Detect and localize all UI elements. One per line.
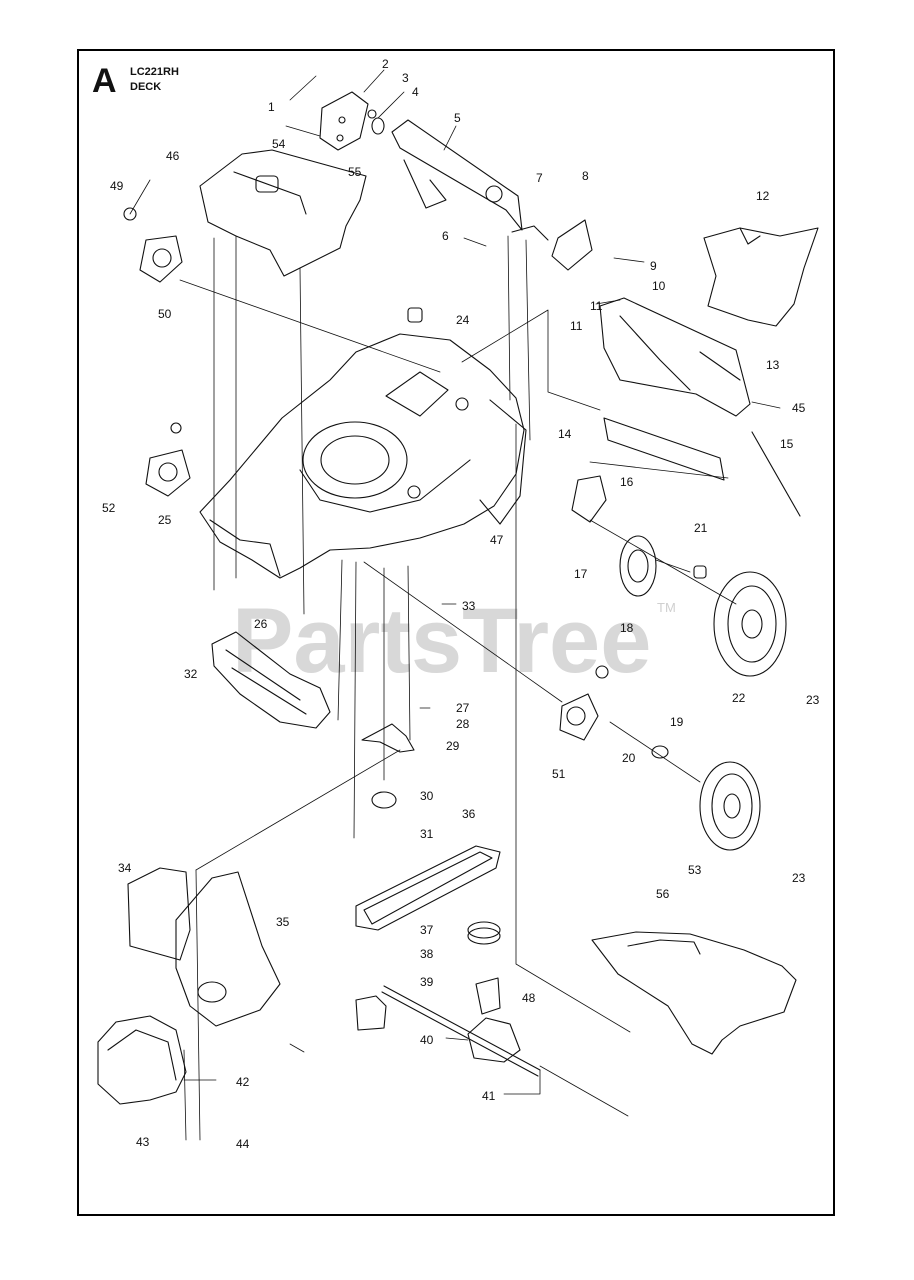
bearing	[371, 791, 397, 809]
guard-ring	[97, 1015, 187, 1105]
callout-34: 34	[118, 861, 132, 875]
callout-1: 1	[268, 100, 275, 114]
engine-cover	[199, 149, 367, 277]
callout-30: 30	[420, 789, 434, 803]
callout-31: 31	[420, 827, 434, 841]
wheel-adjuster-rear-left	[139, 235, 183, 283]
callout-46: 46	[166, 149, 180, 163]
callout-53: 53	[688, 863, 702, 877]
handle-bracket-right	[551, 219, 593, 271]
grass-bag-top	[703, 227, 819, 327]
section-letter: A	[92, 62, 117, 100]
callout-29: 29	[446, 739, 460, 753]
diagram-frame	[77, 49, 835, 1216]
callout-9: 9	[650, 259, 657, 273]
callout-56: 56	[656, 887, 670, 901]
callout-13: 13	[766, 358, 780, 372]
callout-22: 22	[732, 691, 746, 705]
watermark-tm: TM	[657, 600, 676, 615]
rear-shield	[127, 867, 191, 961]
bracket	[361, 723, 415, 753]
callout-47: 47	[490, 533, 504, 547]
assembly-title: DECK	[130, 81, 162, 93]
callout-35: 35	[276, 915, 290, 929]
callout-40: 40	[420, 1033, 434, 1047]
callout-23b: 23	[792, 871, 806, 885]
callout-33: 33	[462, 599, 476, 613]
grass-bag	[599, 297, 751, 417]
callout-25: 25	[158, 513, 172, 527]
callout-4: 4	[412, 85, 419, 99]
model-number: LC221RH	[130, 66, 179, 78]
callout-2: 2	[382, 57, 389, 71]
bag-rod	[603, 417, 725, 481]
drive-housing	[175, 871, 281, 1027]
callout-16: 16	[620, 475, 634, 489]
transmission	[467, 1017, 521, 1063]
callout-54: 54	[272, 137, 286, 151]
callout-12: 12	[756, 189, 770, 203]
callout-14: 14	[558, 427, 572, 441]
hubcap-rear	[619, 535, 657, 597]
callout-11b: 11	[570, 319, 583, 333]
callout-28: 28	[456, 717, 470, 731]
callout-37: 37	[420, 923, 434, 937]
callout-27: 27	[456, 701, 470, 715]
callout-48: 48	[522, 991, 536, 1005]
callout-39: 39	[420, 975, 434, 989]
callout-20: 20	[622, 751, 636, 765]
handle-bracket-left	[319, 91, 369, 151]
callout-55: 55	[348, 165, 362, 179]
callout-17: 17	[574, 567, 588, 581]
callout-49: 49	[110, 179, 124, 193]
callout-5: 5	[454, 111, 461, 125]
callout-23a: 23	[806, 693, 820, 707]
callout-52: 52	[102, 501, 116, 515]
front-bumper	[211, 631, 331, 729]
watermark: PartsTree	[232, 590, 651, 692]
callout-42: 42	[236, 1075, 250, 1089]
callout-3: 3	[402, 71, 409, 85]
front-wheel	[699, 761, 761, 851]
callout-6: 6	[442, 229, 449, 243]
callout-19: 19	[670, 715, 684, 729]
pulley	[467, 921, 501, 939]
callout-44: 44	[236, 1137, 250, 1151]
callout-50: 50	[158, 307, 172, 321]
callout-41: 41	[482, 1089, 496, 1103]
callout-38: 38	[420, 947, 434, 961]
callout-11a: 11	[590, 299, 603, 313]
rear-wheel	[713, 571, 787, 677]
callout-8: 8	[582, 169, 589, 183]
callout-24: 24	[456, 313, 470, 327]
callout-15: 15	[780, 437, 794, 451]
lower-handle	[391, 119, 523, 231]
wheel-adjuster-front-right	[559, 693, 599, 741]
wheel-adjuster-rear-right	[571, 475, 607, 523]
rear-flap	[591, 931, 797, 1055]
callout-10: 10	[652, 279, 666, 293]
callout-36: 36	[462, 807, 476, 821]
callout-7: 7	[536, 171, 543, 185]
drive-belt	[355, 845, 501, 931]
callout-43: 43	[136, 1135, 150, 1149]
callout-51: 51	[552, 767, 566, 781]
wheel-adjuster-front-left	[145, 449, 191, 497]
callout-32: 32	[184, 667, 198, 681]
callout-18: 18	[620, 621, 634, 635]
callout-21: 21	[694, 521, 708, 535]
callout-26: 26	[254, 617, 268, 631]
callout-45: 45	[792, 401, 806, 415]
